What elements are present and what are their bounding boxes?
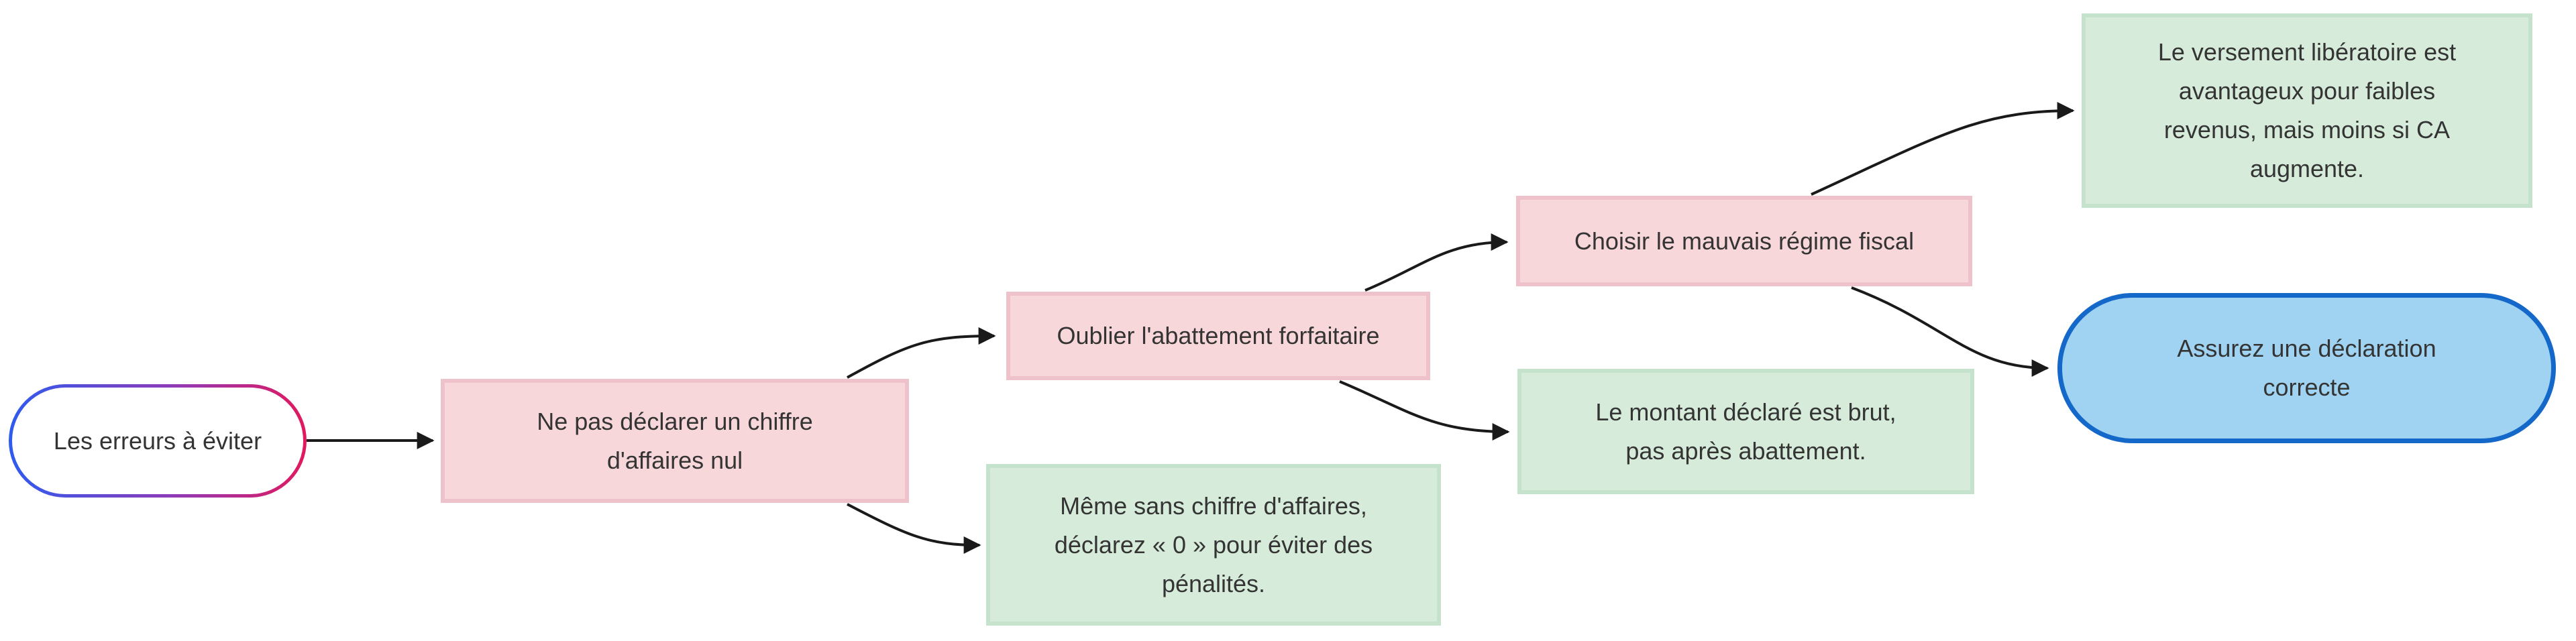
node-mistake-declarer-nul-label: Ne pas déclarer un chiffre d'affaires nu… <box>537 407 813 474</box>
node-end-declaration-correcte: Assurez une déclaration correcte <box>2057 293 2556 443</box>
node-tip-montant-brut: Le montant déclaré est brut, pas après a… <box>1517 369 1974 494</box>
edge-m3-end <box>1851 286 2049 377</box>
edge-m1-m2 <box>847 327 996 379</box>
node-mistake-abattement: Oublier l'abattement forfaitaire <box>1006 292 1430 380</box>
edge-m2-tip2 <box>1339 380 1510 441</box>
node-tip-montant-brut-label: Le montant déclaré est brut, pas après a… <box>1595 398 1896 465</box>
node-tip-versement-liberatoire-label: Le versement libératoire est avantageux … <box>2157 38 2457 182</box>
node-tip-declarez-zero: Même sans chiffre d'affaires, déclarez «… <box>986 464 1441 626</box>
edge-m1-tip1 <box>847 503 981 554</box>
node-mistake-regime-fiscal: Choisir le mauvais régime fiscal <box>1516 196 1972 286</box>
node-start-les-erreurs: Les erreurs à éviter <box>9 384 307 498</box>
node-start-label: Les erreurs à éviter <box>53 426 262 455</box>
node-start-inner: Les erreurs à éviter <box>12 388 303 494</box>
node-mistake-declarer-nul: Ne pas déclarer un chiffre d'affaires nu… <box>441 379 909 503</box>
node-tip-declarez-zero-label: Même sans chiffre d'affaires, déclarez «… <box>1054 491 1373 597</box>
node-tip-versement-liberatoire: Le versement libératoire est avantageux … <box>2082 13 2532 208</box>
edge-m3-tip3 <box>1811 102 2075 196</box>
edge-m2-m3 <box>1364 233 1509 292</box>
node-mistake-regime-fiscal-label: Choisir le mauvais régime fiscal <box>1574 227 1915 255</box>
node-mistake-abattement-label: Oublier l'abattement forfaitaire <box>1057 322 1380 349</box>
node-end-declaration-correcte-label: Assurez une déclaration correcte <box>2177 335 2436 401</box>
